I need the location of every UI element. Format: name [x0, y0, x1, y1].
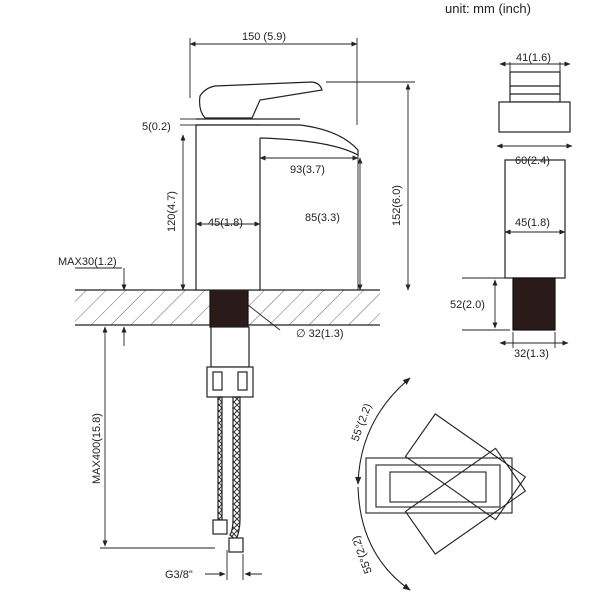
faucet-body [195, 124, 261, 291]
hose-right [229, 396, 241, 541]
mounting-shank [209, 286, 249, 328]
dim-base-width: 45(1.8) [208, 217, 243, 229]
side-handle-base [498, 101, 571, 133]
side-shank [512, 277, 556, 331]
rotated-handle-lower [404, 413, 527, 521]
dim-thread: G3/8" [165, 569, 193, 581]
dim-width: 150 (5.9) [242, 31, 286, 43]
dim-side-top: 41(1.6) [516, 52, 551, 64]
dim-rotation-lower: 55°(2.2) [350, 534, 375, 575]
hose-connector [210, 326, 250, 368]
hose-fitting-left [212, 519, 228, 535]
hose-fitting-right [228, 537, 244, 553]
hose-left [217, 396, 223, 521]
rotated-handle-upper [404, 447, 527, 555]
dim-side-shank: 52(2.0) [450, 299, 485, 311]
dim-side-body: 60(2.4) [515, 155, 550, 167]
side-dimensions [462, 61, 573, 348]
side-body [504, 159, 566, 279]
dim-spout: 93(3.7) [290, 164, 325, 176]
rotation-view [355, 377, 527, 591]
dim-total-height: 152(6.0) [391, 185, 403, 226]
side-handle-top [509, 71, 561, 103]
dim-base-height: 120(4.7) [166, 191, 178, 232]
dim-deck-max: MAX30(1.2) [58, 256, 117, 268]
unit-label: unit: mm (inch) [445, 1, 531, 16]
rotation-arc-lower [357, 486, 411, 591]
dim-hose: MAX400(15.8) [91, 413, 103, 484]
front-dimensions [75, 38, 415, 580]
dim-side-base: 45(1.8) [515, 217, 550, 229]
faucet-handle [198, 81, 323, 119]
side-view [498, 71, 571, 331]
top-view-body [365, 457, 513, 514]
dim-side-shank-width: 32(1.3) [514, 348, 549, 360]
dim-thickness: 5(0.2) [142, 121, 171, 133]
dim-hole: ∅ 32(1.3) [296, 328, 344, 340]
front-view [75, 81, 380, 553]
rotation-arc-upper [355, 377, 411, 485]
dim-spout-height: 85(3.3) [305, 212, 340, 224]
dim-rotation-upper: 55°(2.2) [350, 402, 375, 443]
